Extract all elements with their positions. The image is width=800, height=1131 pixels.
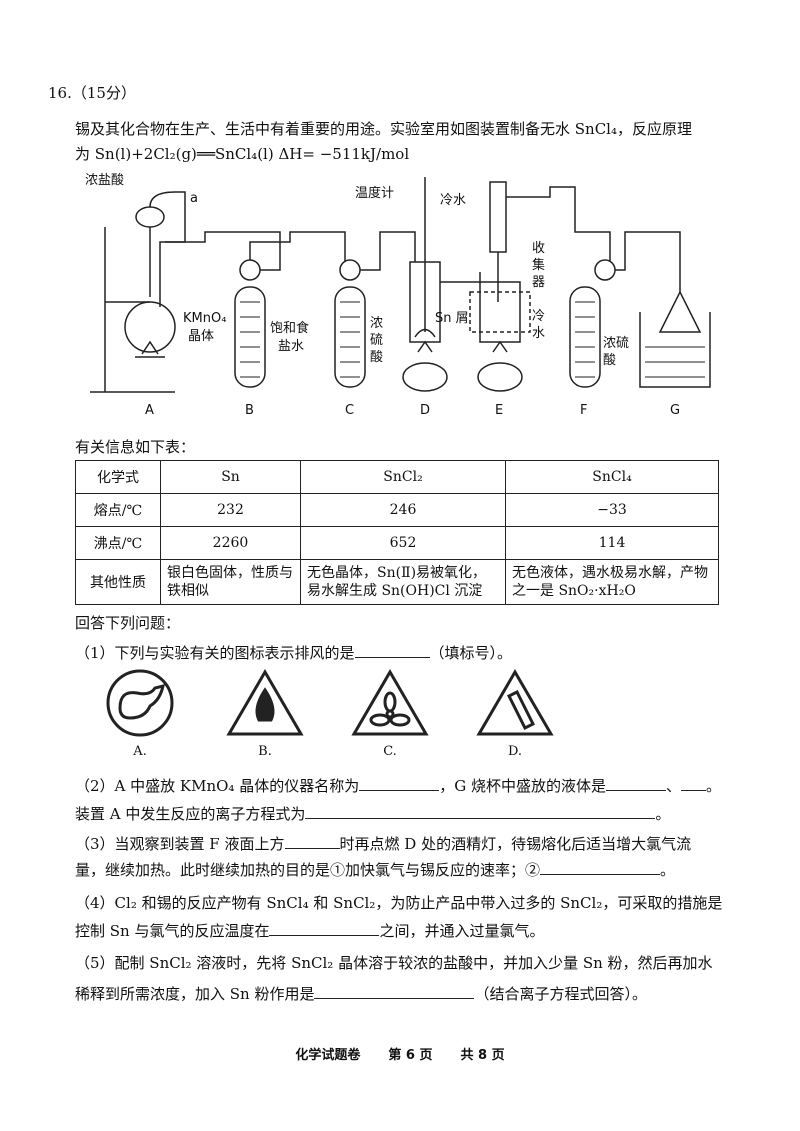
option-b[interactable]: B. <box>225 668 305 759</box>
glove-hand-icon <box>106 669 174 737</box>
q1-text: （1）下列与实验有关的图标表示排风的是 <box>75 644 355 662</box>
apparatus-G: G <box>670 403 680 418</box>
table-intro: 有关信息如下表： <box>75 438 196 456</box>
label-f-2: 酸 <box>603 353 616 368</box>
cell: 沸点/℃ <box>75 526 161 560</box>
apparatus-A: A <box>145 403 154 418</box>
q4-text-a: （4）Cl₂ 和锡的反应产物有 SnCl₄ 和 SnCl₂，为防止产品中带入过多… <box>75 894 723 912</box>
apparatus-D: D <box>420 403 430 418</box>
q1-suffix: （填标号）。 <box>429 644 513 662</box>
label-kmno4: KMnO₄ <box>183 311 226 326</box>
cell: 无色晶体，Sn(Ⅱ)易被氧化，易水解生成 Sn(OH)Cl 沉淀 <box>300 559 506 605</box>
cell: 232 <box>160 493 301 527</box>
header-cell: SnCl₄ <box>505 460 719 494</box>
page-footer: 化学试题卷 第 6 页 共 8 页 <box>0 1044 800 1063</box>
label-h2so4-c2: 硫 <box>370 333 383 348</box>
header-cell: SnCl₂ <box>300 460 506 494</box>
q2-text-f: 。 <box>655 805 671 823</box>
q3-blank-1[interactable] <box>284 834 340 849</box>
cell: 2260 <box>160 526 301 560</box>
cell: 其他性质 <box>75 559 161 605</box>
apparatus-diagram: 浓盐酸 a KMnO₄ 晶体 饱和食 盐水 浓 硫 酸 温度计 冷水 Sn 屑 … <box>85 173 711 418</box>
q2-blank-liquid-1[interactable] <box>605 776 666 791</box>
cell: 246 <box>300 493 506 527</box>
intro-line-2: 为 Sn(l)+2Cl₂(g)══SnCl₄(l) ΔH= −511kJ/mol <box>75 145 410 163</box>
q5-text-c: （结合离子方程式回答）。 <box>474 985 647 1003</box>
q3-text-b: 时再点燃 D 处的酒精灯，待锡熔化后适当增大氯气流 <box>339 835 692 853</box>
flame-icon <box>226 669 304 736</box>
q5-text-a: （5）配制 SnCl₂ 溶液时，先将 SnCl₂ 晶体溶于较浓的盐酸中，并加入少… <box>75 954 713 972</box>
answer-intro: 回答下列问题： <box>75 614 181 632</box>
label-collector-1: 收 <box>532 241 545 256</box>
q2-text-b: ，G 烧杯中盛放的液体是 <box>439 777 606 795</box>
q1-icons: A. B. C. D. <box>100 668 560 768</box>
intro-line-1: 锡及其化合物在生产、生活中有着重要的用途。实验室用如图装置制备无水 SnCl₄，… <box>75 120 692 138</box>
q3-blank-2[interactable] <box>540 860 661 875</box>
label-h2so4-c1: 浓 <box>370 316 383 331</box>
option-c[interactable]: C. <box>350 668 430 759</box>
label-thermometer: 温度计 <box>355 185 394 201</box>
option-d[interactable]: D. <box>475 668 555 759</box>
footer-total: 共 8 页 <box>460 1048 505 1063</box>
label-crystal: 晶体 <box>188 329 214 344</box>
q2-blank-equation[interactable] <box>305 804 656 819</box>
q3-text-c: 量，继续加热。此时继续加热的目的是①加快氯气与锡反应的速率；② <box>75 861 541 879</box>
cell: 银白色固体，性质与铁相似 <box>160 559 301 605</box>
q2-blank-instrument[interactable] <box>359 776 440 791</box>
q2-text-a: （2）A 中盛放 KMnO₄ 晶体的仪器名称为 <box>75 777 360 795</box>
apparatus-F: F <box>580 403 587 418</box>
apparatus-C: C <box>345 403 354 418</box>
q4-blank[interactable] <box>269 921 380 936</box>
test-tube-heating-icon <box>476 669 554 736</box>
q5-blank[interactable] <box>314 984 475 999</box>
label-h2so4-c3: 酸 <box>370 350 383 365</box>
label-f-1: 浓硫 <box>603 336 629 351</box>
label-cold-water-top: 冷水 <box>440 193 466 208</box>
cell: −33 <box>505 493 719 527</box>
q2-text-d: 。 <box>706 777 722 795</box>
cell: 熔点/℃ <box>75 493 161 527</box>
cell: 652 <box>300 526 506 560</box>
option-a[interactable]: A. <box>100 668 180 759</box>
apparatus-B: B <box>245 403 254 418</box>
q4-text-c: 之间，并通入过量氯气。 <box>379 922 545 940</box>
label-cold-water-2: 水 <box>532 326 545 341</box>
label-a: a <box>190 191 198 206</box>
exhaust-fan-icon <box>351 669 429 736</box>
label-collector-3: 器 <box>532 275 545 290</box>
label-sn-chips: Sn 屑 <box>435 311 469 326</box>
label-cold-water-1: 冷 <box>532 309 545 324</box>
q3-text-a: （3）当观察到装置 F 液面上方 <box>75 835 285 853</box>
q2-text-c: 、 <box>665 777 681 795</box>
q2-blank-liquid-2[interactable] <box>681 776 706 791</box>
header-cell: 化学式 <box>75 460 161 494</box>
table-header-row: 化学式 Sn SnCl₂ SnCl₄ <box>75 460 719 494</box>
cell: 114 <box>505 526 719 560</box>
q3-text-d: 。 <box>660 861 676 879</box>
label-collector-2: 集 <box>532 257 545 273</box>
label-sat-salt-2: 盐水 <box>278 339 304 354</box>
label-sat-salt-1: 饱和食 <box>270 320 309 336</box>
q2-text-e: 装置 A 中发生反应的离子方程式为 <box>75 805 306 823</box>
q1-blank[interactable] <box>354 643 430 658</box>
q4-text-b: 控制 Sn 与氯气的反应温度在 <box>75 922 270 940</box>
footer-page: 第 6 页 <box>388 1048 433 1063</box>
label-conc-hcl: 浓盐酸 <box>85 173 124 188</box>
q5-text-b: 稀释到所需浓度，加入 Sn 粉作用是 <box>75 985 315 1003</box>
table-row: 其他性质银白色固体，性质与铁相似无色晶体，Sn(Ⅱ)易被氧化，易水解生成 Sn(… <box>75 559 719 605</box>
header-cell: Sn <box>160 460 301 494</box>
apparatus-E: E <box>495 403 503 418</box>
footer-subject: 化学试题卷 <box>295 1048 361 1063</box>
question-number: 16.（15分） <box>48 84 136 102</box>
cell: 无色液体，遇水极易水解，产物之一是 SnO₂·xH₂O <box>505 559 719 605</box>
